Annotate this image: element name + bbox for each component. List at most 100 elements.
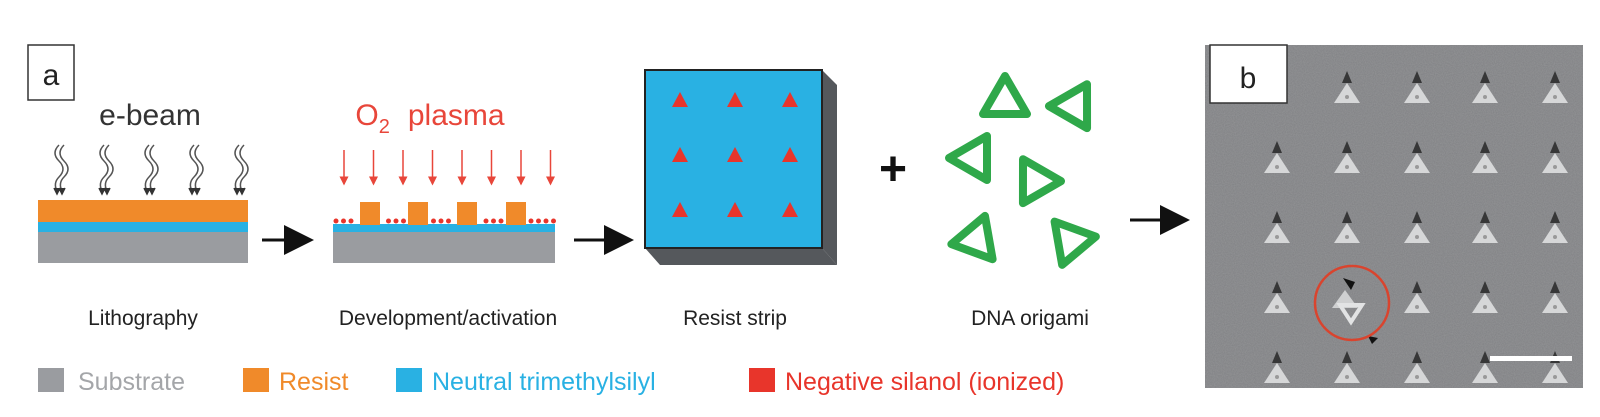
patterned-site-icon bbox=[782, 92, 798, 107]
ebeam-arrowhead-icon bbox=[188, 187, 201, 196]
micrograph: b bbox=[1205, 44, 1583, 388]
shadow-mark bbox=[1412, 141, 1422, 153]
origami-center bbox=[1275, 235, 1279, 239]
shadow-mark bbox=[1272, 211, 1282, 223]
origami-center bbox=[1415, 305, 1419, 309]
origami-center bbox=[1553, 305, 1557, 309]
silanol-dot bbox=[348, 218, 354, 224]
dna-origami-triangle-icon bbox=[947, 211, 997, 264]
silanol-dot bbox=[528, 218, 534, 224]
origami-site-icon bbox=[1542, 363, 1568, 383]
silanol-dot bbox=[401, 218, 406, 224]
origami-site-icon bbox=[1542, 293, 1568, 313]
ebeam-wave-icon bbox=[149, 144, 159, 192]
origami-center bbox=[1483, 375, 1487, 379]
ebeam-wave-group bbox=[53, 144, 249, 196]
silyl-layer bbox=[333, 224, 555, 232]
resist-block bbox=[360, 202, 380, 225]
shadow-mark bbox=[1412, 281, 1422, 293]
panel-a-label: a bbox=[27, 44, 75, 101]
origami-center bbox=[1345, 235, 1349, 239]
origami-site-icon bbox=[1264, 293, 1290, 313]
origami-site-icon bbox=[1472, 223, 1498, 243]
origami-center bbox=[1553, 235, 1557, 239]
resist-block bbox=[506, 202, 526, 225]
shadow-mark bbox=[1342, 211, 1352, 223]
panel-b-label bbox=[1209, 44, 1288, 104]
shadow-mark bbox=[1550, 141, 1560, 153]
silanol-dot bbox=[341, 218, 346, 224]
silanol-dot bbox=[446, 218, 451, 224]
shadow-mark bbox=[1343, 278, 1378, 344]
shadow-mark bbox=[1480, 281, 1490, 293]
ebeam-wave-icon bbox=[59, 144, 69, 192]
ebeam-arrowhead-icon bbox=[53, 187, 66, 196]
origami-center bbox=[1483, 95, 1487, 99]
legend-swatch-resist bbox=[243, 368, 269, 392]
resist-block bbox=[457, 202, 477, 225]
origami-center bbox=[1553, 165, 1557, 169]
highlight-circle bbox=[1313, 264, 1391, 342]
origami-center bbox=[1275, 165, 1279, 169]
resist-layer bbox=[38, 200, 248, 222]
origami-site-icon bbox=[1404, 223, 1430, 243]
ebeam-arrowhead-icon bbox=[143, 187, 156, 196]
origami-center bbox=[1483, 235, 1487, 239]
origami-site-icon bbox=[1542, 153, 1568, 173]
origami-site-icon bbox=[1472, 363, 1498, 383]
origami-site-icon bbox=[1334, 83, 1360, 103]
step-label-lithography: Lithography bbox=[88, 307, 198, 330]
origami-center bbox=[1483, 165, 1487, 169]
origami-site-icon bbox=[1404, 293, 1430, 313]
dna-origami-group bbox=[945, 72, 1100, 269]
origami-center bbox=[1275, 305, 1279, 309]
legend-swatch-substrate bbox=[38, 368, 64, 392]
silyl-layer bbox=[38, 222, 248, 232]
origami-site-icon bbox=[1264, 223, 1290, 243]
patterned-site-icon bbox=[782, 202, 798, 217]
silanol-dot bbox=[386, 218, 391, 224]
resist-block bbox=[408, 202, 428, 225]
shadow-mark bbox=[1550, 211, 1560, 223]
silanol-dot bbox=[543, 218, 549, 224]
misbound-origami-icon bbox=[1336, 303, 1366, 326]
scale-bar bbox=[1490, 356, 1572, 361]
origami-center bbox=[1415, 235, 1419, 239]
dna-origami-triangle-icon bbox=[1050, 217, 1100, 269]
shadow-mark bbox=[1342, 141, 1352, 153]
shadow-mark bbox=[1342, 351, 1352, 363]
origami-site-icon bbox=[1472, 153, 1498, 173]
step-label-resist-strip: Resist strip bbox=[683, 307, 787, 330]
silanol-dot bbox=[536, 218, 541, 224]
substrate-layer bbox=[333, 232, 555, 263]
lithography-stack bbox=[38, 200, 248, 263]
plus-sign: + bbox=[879, 143, 907, 196]
panel-a-letter: a bbox=[43, 59, 60, 92]
ebeam-wave-icon bbox=[189, 144, 199, 192]
ebeam-wave-icon bbox=[99, 144, 109, 192]
ebeam-arrowhead-icon bbox=[233, 187, 246, 196]
ebeam-label: e-beam bbox=[99, 99, 201, 132]
shadow-mark bbox=[1550, 71, 1560, 83]
shadow-mark bbox=[1412, 351, 1422, 363]
shadow-mark bbox=[1480, 351, 1490, 363]
origami-site-icon bbox=[1334, 363, 1360, 383]
shadow-mark bbox=[1342, 71, 1352, 83]
patterned-site-icon bbox=[672, 202, 688, 217]
legend-label-silanol: Negative silanol (ionized) bbox=[785, 368, 1064, 396]
shadow-mark bbox=[1412, 71, 1422, 83]
silanol-dot bbox=[491, 218, 496, 224]
panel-b-letter: b bbox=[1240, 62, 1257, 95]
silanol-dot bbox=[431, 218, 436, 224]
silanol-dot bbox=[393, 218, 399, 224]
silanol-dot bbox=[333, 218, 339, 224]
legend-label-substrate: Substrate bbox=[78, 368, 185, 396]
development-stack bbox=[333, 202, 556, 263]
origami-site-icon bbox=[1542, 223, 1568, 243]
shadow-mark bbox=[1480, 141, 1490, 153]
ebeam-wave-icon bbox=[194, 144, 204, 192]
ebeam-arrowhead-icon bbox=[98, 187, 111, 196]
origami-center bbox=[1345, 375, 1349, 379]
